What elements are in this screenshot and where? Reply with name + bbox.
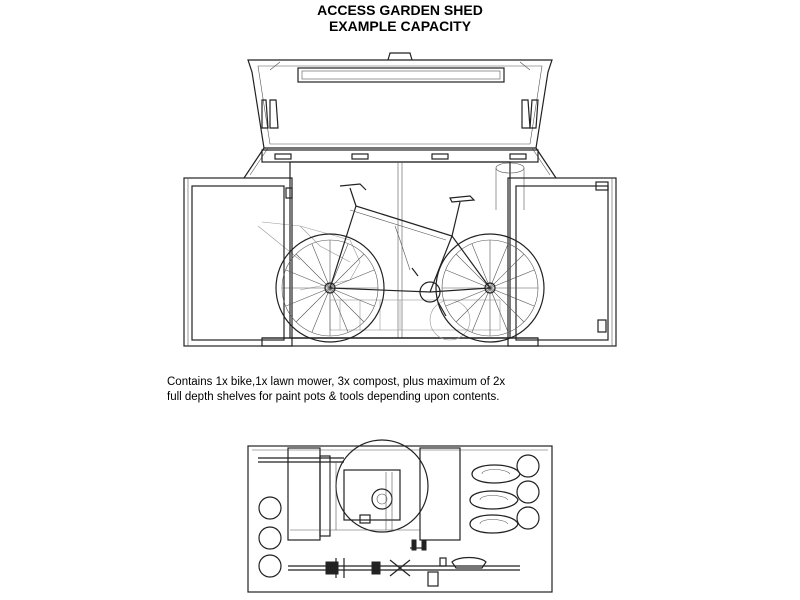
shelf-items-plan — [516, 454, 540, 530]
shed-right-door — [507, 177, 617, 347]
shed-interior — [257, 161, 539, 347]
bike-front-view — [275, 183, 545, 343]
compost-bins-plan — [258, 496, 282, 578]
capacity-caption-line2: full depth shelves for paint pots & tool… — [167, 391, 500, 403]
front-view-shed — [183, 52, 617, 347]
diagram-title: ACCESS GARDEN SHED — [317, 2, 483, 18]
bike-plan — [288, 539, 520, 587]
shed-left-door — [183, 177, 293, 347]
shed-lid — [243, 52, 557, 179]
capacity-caption-line1: Contains 1x bike,1x lawn mower, 3x compo… — [167, 376, 506, 388]
plan-view-shed — [247, 439, 553, 593]
shed-top-rail — [261, 149, 539, 163]
bags-plan — [469, 464, 521, 534]
diagram-subtitle: EXAMPLE CAPACITY — [328, 18, 472, 34]
lawn-mower-plan — [258, 439, 461, 541]
